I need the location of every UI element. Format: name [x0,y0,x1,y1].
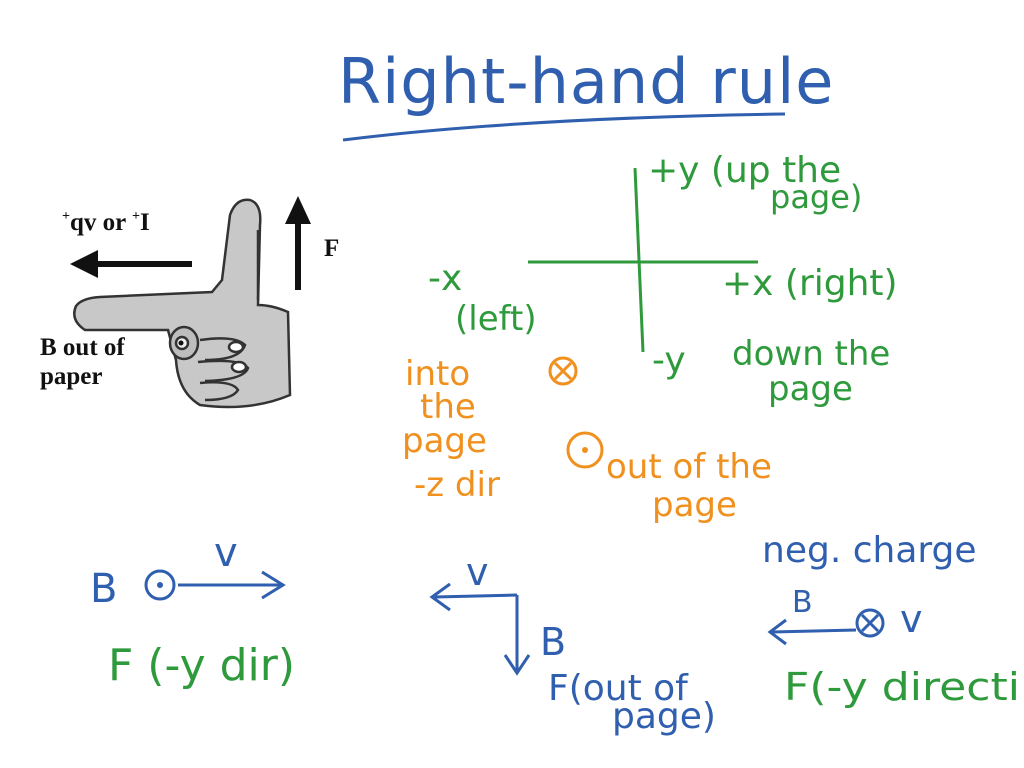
out-line-1: out of the [606,447,772,487]
example3-b-label: B [792,585,813,620]
minus-y-label: -y [652,340,686,381]
example-1: B v F (-y dir) [90,530,295,691]
example2-force-1: F(out of [548,668,689,709]
z-direction-notes: into the page -z dir out of the page [402,354,772,525]
minus-x-label: -x [428,258,462,299]
charge-label-i: I [140,209,150,236]
charge-sup-plus: + [62,209,70,224]
into-line-4: -z dir [414,465,500,505]
example2-force-2: page) [612,696,716,737]
into-page-icon [548,356,578,386]
example3-v-label: v [900,597,923,641]
force-label: F [324,235,339,262]
y-axis-line [633,167,645,353]
example2-field-arrow [503,595,531,676]
example3-into-page-icon [855,608,885,638]
example2-b-label: B [540,620,566,664]
minus-y-note-1: down the [732,334,890,374]
charge-label-qv: qv or [70,209,132,236]
plus-y-label: +y (up the [648,150,841,191]
example3-force: F(-y directi [784,665,1020,709]
example3-heading: neg. charge [762,530,977,571]
hand-figure: +qv or +I F B out of paper [40,196,339,409]
into-line-2: the [420,387,476,427]
plus-x-label: +x (right) [722,263,898,304]
axes-diagram: +y (up the page) -x (left) +x (right) -y… [428,150,898,409]
example2-v-label: v [466,550,489,594]
minus-y-note-2: page [768,369,853,409]
page-title: Right-hand rule [338,45,834,118]
example3-field-arrow [767,618,857,646]
field-label-line1: B out of [40,334,125,361]
force-arrow-up [285,196,311,290]
into-line-1: into [405,354,470,394]
charge-sup-plus-2: + [132,209,140,224]
into-line-3: page [402,421,487,461]
example2-velocity-arrow [429,582,518,612]
out-line-2: page [652,485,737,525]
example1-velocity-arrow [178,570,286,600]
example-3: neg. charge B v F(-y directi [762,530,1020,709]
example1-force: F (-y dir) [108,640,295,691]
velocity-arrow-left [70,250,192,278]
minus-x-note: (left) [455,299,537,339]
example1-v-label: v [214,530,238,576]
title-group: Right-hand rule [338,45,834,142]
plus-y-cont: page) [770,178,862,216]
field-label-line2: paper [40,363,103,390]
hand-icon [73,198,292,409]
title-underline [342,112,786,142]
example1-b-label: B [90,566,117,612]
example1-out-of-page-icon [144,569,176,601]
out-of-page-icon [566,431,604,469]
example-2: v B F(out of page) [429,550,716,737]
charge-label: +qv or +I [62,209,150,236]
